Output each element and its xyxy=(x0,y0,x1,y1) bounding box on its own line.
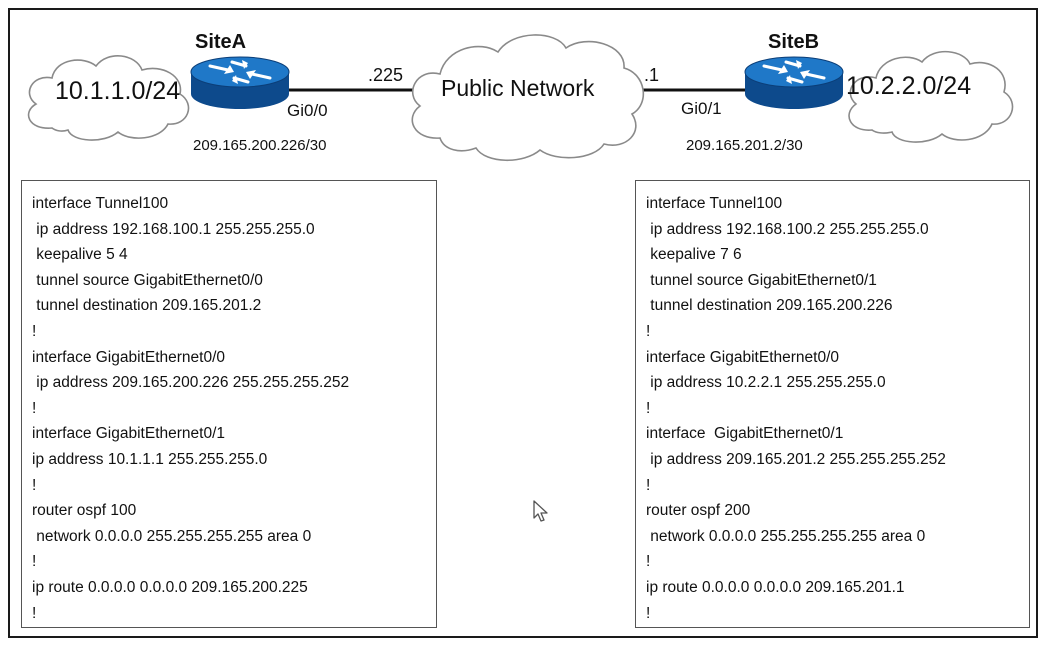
public-hop-left: .225 xyxy=(368,65,404,85)
config-line: interface GigabitEthernet0/1 xyxy=(646,425,844,443)
config-line: ! xyxy=(646,399,651,417)
sitea-router-icon xyxy=(189,55,291,111)
topology-diagram xyxy=(27,34,1014,161)
sitea-wan-address: 209.165.200.226/30 xyxy=(193,137,327,154)
public-network-cloud-icon xyxy=(411,34,645,161)
public-network-label: Public Network xyxy=(441,75,595,101)
siteb-name: SiteB xyxy=(768,31,820,53)
config-line: interface Tunnel100 xyxy=(646,195,783,212)
sitea-lan-cloud-icon xyxy=(27,55,190,141)
siteb-wan-address: 209.165.201.2/30 xyxy=(686,137,803,154)
config-line: ip address 209.165.200.226 255.255.255.2… xyxy=(32,374,350,392)
siteb-lan-cloud-icon xyxy=(848,50,1014,143)
config-line: tunnel source GigabitEthernet0/1 xyxy=(646,271,877,289)
public-hop-right: .1 xyxy=(644,65,660,85)
config-line: interface GigabitEthernet0/0 xyxy=(646,348,840,366)
sitea-config-panel: interface Tunnel100 ip address 192.168.1… xyxy=(21,180,437,628)
config-line: router ospf 200 xyxy=(646,502,751,520)
config-line: ip address 192.168.100.1 255.255.255.0 xyxy=(32,220,315,238)
config-line: tunnel destination 209.165.200.226 xyxy=(646,297,893,315)
sitea-interface-label: Gi0/0 xyxy=(287,101,328,120)
siteb-router-icon xyxy=(743,55,845,111)
config-line: ! xyxy=(646,322,651,340)
siteb-interface-label: Gi0/1 xyxy=(681,99,722,118)
config-line: ! xyxy=(32,322,37,340)
sitea-lan-subnet: 10.1.1.0/24 xyxy=(55,77,181,105)
config-line: ! xyxy=(646,604,651,622)
siteb-config-panel: interface Tunnel100 ip address 192.168.1… xyxy=(635,180,1030,628)
config-line: ip address 209.165.201.2 255.255.255.252 xyxy=(646,450,946,468)
config-line: ! xyxy=(32,399,37,417)
sitea-name: SiteA xyxy=(195,31,247,53)
config-line: ip address 10.1.1.1 255.255.255.0 xyxy=(32,450,268,468)
config-line: ip address 192.168.100.2 255.255.255.0 xyxy=(646,220,929,238)
config-line: ! xyxy=(646,476,651,494)
config-line: ip route 0.0.0.0 0.0.0.0 209.165.200.225 xyxy=(32,578,308,596)
config-line: tunnel source GigabitEthernet0/0 xyxy=(32,271,263,289)
mouse-pointer-icon xyxy=(533,500,548,522)
config-line: network 0.0.0.0 255.255.255.255 area 0 xyxy=(32,527,312,545)
config-line: ! xyxy=(32,553,37,571)
config-line: interface Tunnel100 xyxy=(32,195,169,212)
config-line: interface GigabitEthernet0/0 xyxy=(32,348,226,366)
config-line: ip address 10.2.2.1 255.255.255.0 xyxy=(646,374,886,392)
config-line: ! xyxy=(32,476,37,494)
config-line: ip route 0.0.0.0 0.0.0.0 209.165.201.1 xyxy=(646,578,905,596)
config-line: ! xyxy=(646,553,651,571)
config-line: interface GigabitEthernet0/1 xyxy=(32,425,226,443)
config-line: keepalive 7 6 xyxy=(646,246,742,264)
siteb-lan-subnet: 10.2.2.0/24 xyxy=(846,72,972,100)
config-line: keepalive 5 4 xyxy=(32,246,128,264)
config-line: network 0.0.0.0 255.255.255.255 area 0 xyxy=(646,527,926,545)
config-line: router ospf 100 xyxy=(32,502,137,520)
config-line: tunnel destination 209.165.201.2 xyxy=(32,297,262,315)
config-line: ! xyxy=(32,604,37,622)
